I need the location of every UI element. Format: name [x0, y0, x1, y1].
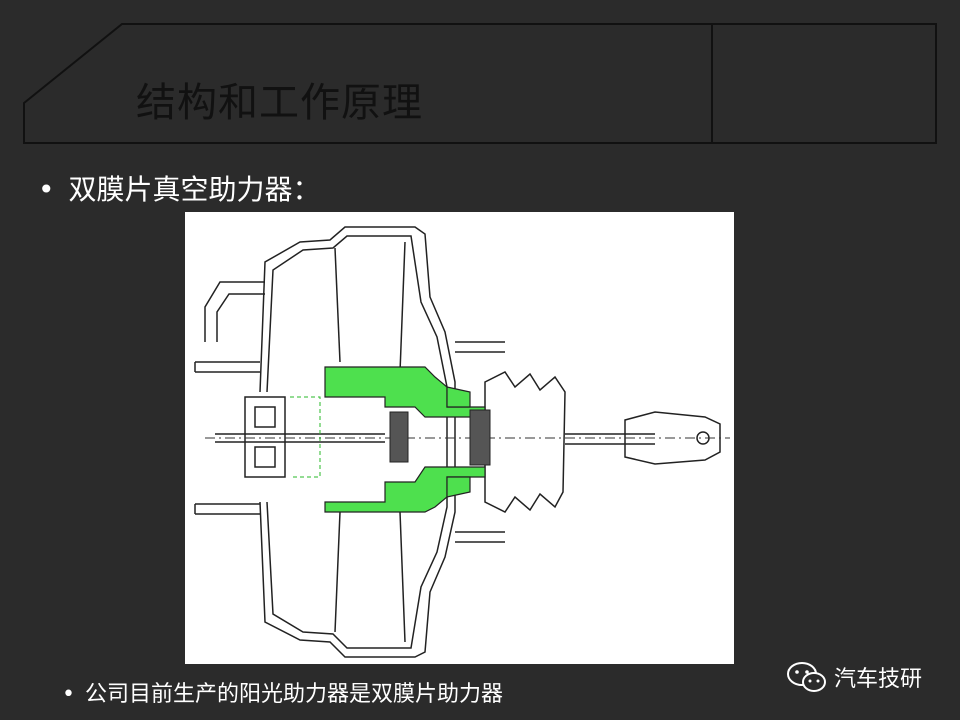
- sub-note: 公司目前生产的阳光助力器是双膜片助力器: [84, 682, 503, 707]
- watermark: 汽车技研: [786, 660, 922, 694]
- booster-diagram: [185, 212, 734, 664]
- booster-drawing: [194, 226, 730, 658]
- bullet-dot: •: [62, 682, 75, 707]
- wechat-icon: [787, 662, 826, 692]
- sub-bullet: • 公司目前生产的阳光助力器是双膜片助力器: [62, 676, 503, 708]
- main-bullet: • 双膜片真空助力器：: [38, 168, 321, 208]
- title-frame: [23, 23, 937, 144]
- main-heading: 双膜片真空助力器：: [68, 173, 321, 206]
- page-title: 结构和工作原理: [136, 80, 423, 126]
- bullet-dot: •: [38, 173, 55, 206]
- watermark-text: 汽车技研: [834, 667, 923, 692]
